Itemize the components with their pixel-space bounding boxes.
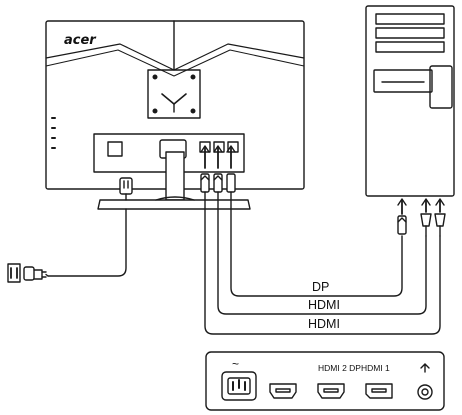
hdmi-port-icon [317,383,345,399]
io-port-labels: HDMI 2 DPHDMI 1 [318,363,390,373]
dp-cable-label: DP [312,280,329,294]
acer-logo: acer [64,33,97,48]
ac-power-inlet-icon [221,371,257,401]
displayport-icon [365,383,393,399]
monitor-cable-connectors [200,145,236,193]
signal-cables [204,191,441,335]
dp-cable [230,191,403,297]
pc-cable-connectors [397,198,446,237]
hdmi-cable-2 [204,191,441,335]
hdmi-port-icon [269,383,297,399]
power-symbol: ~ [232,357,239,371]
vesa-mount [147,69,201,119]
monitor-stand [97,151,251,210]
power-cable [7,177,133,283]
io-panel [205,351,445,411]
power-plug-icon [7,263,49,283]
hdmi-cable-label-1: HDMI [308,298,340,312]
side-buttons [51,117,56,149]
hdmi-cable-1 [217,191,427,315]
hdmi-cable-label-2: HDMI [308,317,340,331]
pc-tower [365,5,455,197]
audio-jack-icon [417,363,433,400]
